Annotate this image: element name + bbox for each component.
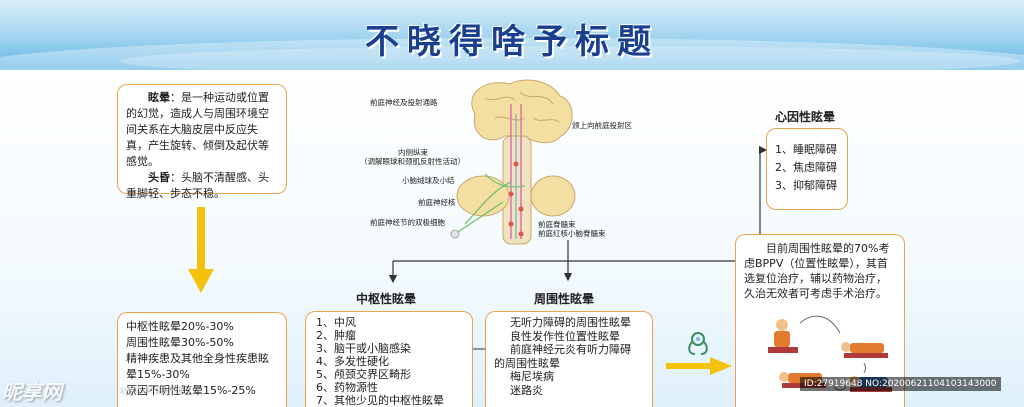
list-item: 2、肿瘤 bbox=[316, 329, 356, 342]
label-flocculus: 小脑绒球及小结 bbox=[402, 176, 455, 185]
label-mlf-note: （调解眼球和颈肌反射性活动） bbox=[360, 157, 465, 166]
list-item: 7、其他少见的中枢性眩晕 bbox=[316, 394, 444, 407]
list-item: 迷路炎 bbox=[510, 383, 543, 397]
stat-item: 精神疾患及其他全身性疾患眩晕15%-30% bbox=[126, 352, 269, 381]
list-item: 1、中风 bbox=[316, 316, 356, 329]
right-arrow-icon bbox=[666, 357, 732, 375]
peripheral-heading: 周围性眩晕 bbox=[534, 292, 595, 306]
header-banner: 不晓得啥予标题 bbox=[0, 0, 1024, 70]
label-cortex-projection: 颁上向前庭投射区 bbox=[572, 121, 632, 130]
list-item: 1、睡眠障碍 bbox=[775, 143, 837, 156]
psychogenic-box: 1、睡眠障碍 2、焦虑障碍 3、抑郁障碍 bbox=[766, 128, 848, 210]
list-item: 梅尼埃病 bbox=[510, 370, 554, 383]
header-swoosh-2 bbox=[120, 46, 1020, 70]
label-vestibular-pathway: 前庭神经及投射通路 bbox=[370, 98, 438, 107]
central-box: 1、中风 2、肿瘤 3、脑干或小脑感染 4、多发性硬化 5、颅颈交界区畸形 6、… bbox=[305, 311, 473, 407]
list-item: 5、颅颈交界区畸形 bbox=[316, 368, 411, 381]
peripheral-box: 无听力障碍的周围性眩晕 良性发作性位置性眩晕 前庭神经元炎有听力障碍 的周围性眩… bbox=[485, 311, 653, 407]
cerebrum-shape bbox=[471, 79, 573, 144]
label-bipolar-cells: 前庭神经节的双极细胞 bbox=[370, 218, 445, 227]
list-item: 4、多发性硬化 bbox=[316, 355, 389, 368]
list-item: 无听力障碍的周围性眩晕 bbox=[510, 316, 631, 329]
label-mlf: 内侧纵束 bbox=[398, 148, 428, 157]
psychogenic-heading: 心因性眩晕 bbox=[775, 110, 836, 124]
stats-box: 中枢性眩晕20%-30% 周围性眩晕30%-50% 精神疾患及其他全身性疾患眩晕… bbox=[117, 312, 287, 407]
down-arrow-icon bbox=[188, 207, 214, 293]
watermark-id: ID:27919648 NO:20200621104103143000 bbox=[800, 377, 1001, 391]
treatment-text: 目前周围性眩晕的70%考虑BPPV（位置性眩晕），其首选复位治疗，辅以药物治疗，… bbox=[744, 242, 890, 300]
page-title: 不晓得啥予标题 bbox=[365, 22, 659, 62]
list-item: 3、抑郁障碍 bbox=[775, 179, 837, 192]
dizziness-text: ：是一种运动或位置的幻觉，造成人与周围环境空间关系在大脑皮层中反应失真，产生旋转… bbox=[126, 91, 269, 168]
site-logo-url: www.nipic.cn bbox=[118, 384, 184, 395]
lightheaded-term: 头昏 bbox=[148, 171, 170, 184]
label-rubrospinal: 前庭红核小脑脊髓束 bbox=[538, 229, 606, 238]
list-item: 良性发作性位置性眩晕 bbox=[510, 329, 620, 343]
site-logo: 昵享网 bbox=[2, 380, 62, 404]
dizziness-term: 眩晕 bbox=[148, 91, 170, 104]
label-vestibulospinal: 前庭脊髓束 bbox=[538, 220, 576, 229]
lightheaded-text: ：头脑不清醒感、头重脚轻、步态不稳。 bbox=[126, 171, 269, 200]
inner-ear-icon bbox=[688, 332, 708, 355]
list-item: 2、焦虑障碍 bbox=[775, 161, 837, 174]
list-item: 前庭神经元炎有听力障碍 bbox=[510, 343, 631, 356]
central-heading: 中枢性眩晕 bbox=[356, 292, 417, 306]
vestibular-pathway-diagram bbox=[450, 79, 576, 245]
stat-item: 中枢性眩晕20%-30% bbox=[126, 320, 234, 333]
dizziness-definition: 眩晕：是一种运动或位置的幻觉，造成人与周围环境空间关系在大脑皮层中反应失真，产生… bbox=[126, 90, 278, 170]
lightheaded-definition: 头昏：头脑不清醒感、头重脚轻、步态不稳。 bbox=[126, 170, 278, 202]
list-item: 的周围性眩晕 bbox=[494, 356, 560, 370]
stat-item: 周围性眩晕30%-50% bbox=[126, 336, 234, 349]
label-vestibular-nucleus: 前庭神经核 bbox=[418, 198, 456, 207]
list-item: 3、脑干或小脑感染 bbox=[316, 342, 411, 355]
list-item: 6、药物源性 bbox=[316, 381, 378, 394]
cerebellum-right bbox=[530, 175, 576, 217]
definition-box: 眩晕：是一种运动或位置的幻觉，造成人与周围环境空间关系在大脑皮层中反应失真，产生… bbox=[117, 84, 287, 200]
stat-item: 原因不明性眩晕15%-25% bbox=[126, 384, 256, 397]
